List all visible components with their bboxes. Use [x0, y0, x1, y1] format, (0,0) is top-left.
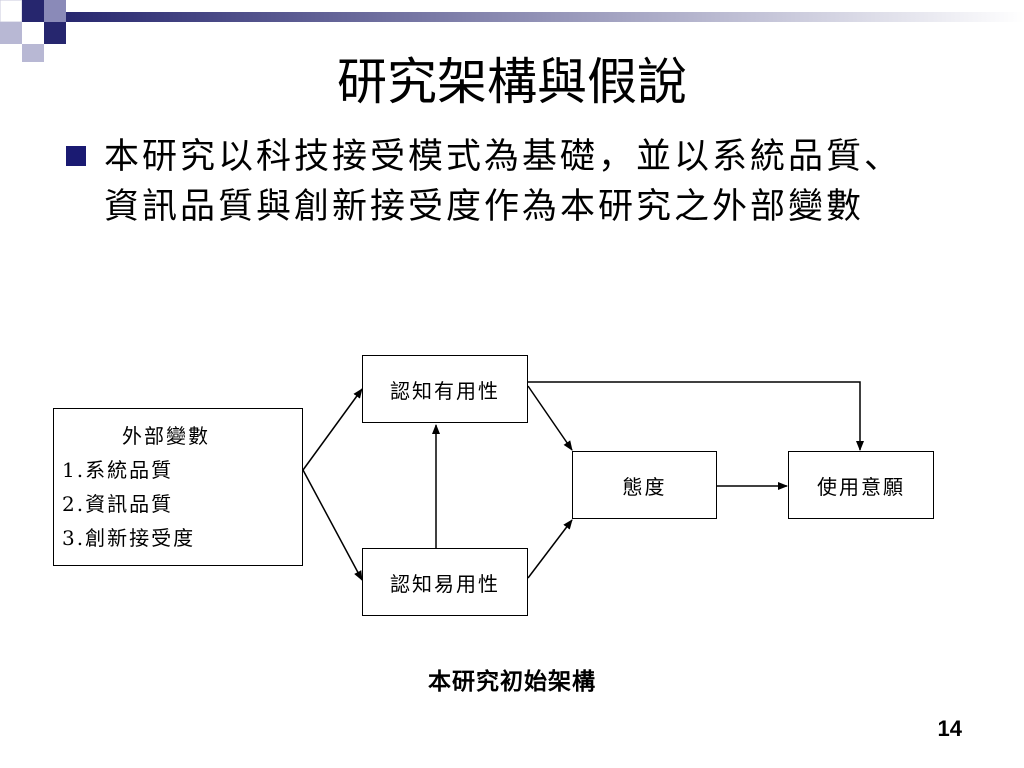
arrow-pu-to-attitude: [527, 385, 573, 451]
arrow-external-to-pu: [302, 388, 363, 471]
page-number: 14: [937, 716, 962, 741]
external-variables-box: 外部變數 1.系統品質 2.資訊品質 3.創新接受度: [53, 408, 303, 566]
attitude-box: 態度: [572, 451, 717, 519]
perceived-usefulness-box: 認知有用性: [362, 355, 528, 423]
square-bullet-icon: [66, 146, 86, 166]
perceived-ease-of-use-box: 認知易用性: [362, 548, 528, 616]
arrow-peou-to-attitude: [527, 519, 573, 579]
external-item-system-quality: 1.系統品質: [62, 458, 174, 482]
diagram-caption: 本研究初始架構: [428, 668, 596, 695]
arrow-pu-to-intention: [528, 381, 864, 451]
corner-decoration: [0, 0, 1024, 62]
arrow-external-to-peou: [302, 469, 363, 581]
external-item-information-quality: 2.資訊品質: [62, 492, 174, 516]
external-variables-title: 外部變數: [122, 424, 210, 448]
bullet-text: 本研究以科技接受模式為基礎，並以系統品質、資訊品質與創新接受度作為本研究之外部變…: [104, 137, 903, 227]
slide-title: 研究架構與假說: [337, 53, 687, 111]
intention-box: 使用意願: [788, 451, 934, 519]
external-item-innovation-acceptance: 3.創新接受度: [62, 526, 196, 550]
